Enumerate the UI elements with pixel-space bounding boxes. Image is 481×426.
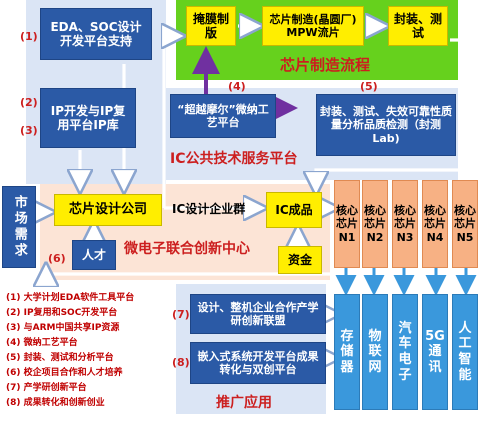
marker-6: (6) — [48, 252, 66, 265]
marker-2: (2) — [20, 96, 38, 109]
core-chip-n2-box: 核心芯片N2 — [362, 180, 388, 268]
core-chip-n1-text: 核心芯片N1 — [336, 204, 358, 244]
mask-making-text: 掩膜制版 — [192, 11, 229, 40]
purple-arrows — [192, 46, 298, 122]
ic-product-box: IC成品 — [266, 192, 322, 228]
chip-manufacturing-title: 芯片制造流程 — [280, 56, 371, 74]
ip-platform-box: IP开发与IP复用平台IP库 — [40, 88, 136, 148]
cooperation-alliance-text: 设计、整机企业合作产学研创新联盟 — [197, 300, 319, 327]
legend-item: (1) 大学计划EDA软件工具平台 — [6, 293, 135, 303]
chip-manufacturing-text: 芯片制造(晶圆厂) MPW流片 — [269, 12, 357, 39]
ic-enterprise-cluster-label: IC设计企业群 — [172, 202, 246, 216]
marker-8: (8) — [172, 356, 190, 369]
core-chip-n5-box: 核心芯片N5 — [452, 180, 478, 268]
cooperation-alliance-box: 设计、整机企业合作产学研创新联盟 — [190, 294, 326, 334]
core-chip-to-application-arrows — [335, 268, 477, 296]
application-storage-box: 存储器 — [334, 294, 360, 410]
marker-1: (1) — [20, 30, 38, 43]
application-iot-text: 物联网 — [368, 328, 382, 375]
eda-soc-platform-text: EDA、SOC设计开发平台支持 — [50, 19, 142, 48]
application-iot-box: 物联网 — [362, 294, 388, 410]
core-chip-n5-text: 核心芯片N5 — [454, 204, 476, 244]
core-chip-n4-box: 核心芯片N4 — [422, 180, 448, 268]
mask-making-box: 掩膜制版 — [186, 6, 236, 46]
packaging-reliability-text: 封装、测试、失效可靠性质量分析品质检测（封测Lab) — [320, 105, 452, 145]
talent-text: 人才 — [81, 247, 106, 262]
legend-item: (5) 封装、测试和分析平台 — [6, 353, 114, 363]
legend-item: (2) IP复用和SOC开发平台 — [6, 308, 118, 318]
packaging-reliability-box: 封装、测试、失效可靠性质量分析品质检测（封测Lab) — [316, 94, 456, 156]
micro-nano-process-box: “超越摩尔”微纳工艺平台 — [170, 94, 276, 138]
application-ai-text: 人工智能 — [458, 320, 472, 383]
capital-text: 资金 — [287, 252, 312, 267]
innovation-center-label: 微电子联合创新中心 — [124, 241, 250, 257]
application-ai-box: 人工智能 — [452, 294, 478, 410]
core-chip-n1-box: 核心芯片N1 — [334, 180, 360, 268]
marker-3: (3) — [20, 124, 38, 137]
embedded-platform-box: 嵌入式系统开发平台成果转化与双创平台 — [190, 342, 326, 384]
legend-item: (7) 产学研创新平台 — [6, 383, 87, 393]
legend-item: (6) 校企项目合作和人才培养 — [6, 368, 123, 378]
public-service-title: IC公共技术服务平台 — [170, 151, 298, 167]
application-automotive-box: 汽车电子 — [392, 294, 418, 410]
promotion-title: 推广应用 — [216, 395, 272, 411]
legend-item: (3) 与ARM中国共享IP资源 — [6, 323, 120, 333]
ip-platform-text: IP开发与IP复用平台IP库 — [50, 103, 126, 132]
talent-box: 人才 — [72, 240, 116, 270]
embedded-platform-text: 嵌入式系统开发平台成果转化与双创平台 — [197, 349, 319, 376]
core-chip-n3-text: 核心芯片N3 — [394, 204, 416, 244]
packaging-test-text: 封装、测试 — [393, 11, 442, 40]
application-5g-text: 5G通讯 — [425, 328, 445, 375]
marker-4: (4) — [228, 80, 246, 93]
application-storage-text: 存储器 — [340, 328, 354, 375]
white-flow-arrows — [36, 26, 468, 274]
application-automotive-text: 汽车电子 — [398, 320, 412, 383]
micro-nano-process-text: “超越摩尔”微纳工艺平台 — [177, 102, 269, 129]
chip-manufacturing-box: 芯片制造(晶圆厂) MPW流片 — [262, 6, 364, 46]
core-chip-n4-text: 核心芯片N4 — [424, 204, 446, 244]
marker-5: (5) — [360, 80, 378, 93]
market-demand-box: 市场需求 — [2, 186, 36, 268]
ic-product-text: IC成品 — [275, 202, 313, 217]
chip-design-company-box: 芯片设计公司 — [54, 194, 162, 226]
packaging-test-box: 封装、测试 — [388, 6, 448, 46]
eda-soc-platform-box: EDA、SOC设计开发平台支持 — [40, 8, 152, 60]
core-chip-n3-box: 核心芯片N3 — [392, 180, 418, 268]
application-5g-box: 5G通讯 — [422, 294, 448, 410]
chip-design-company-text: 芯片设计公司 — [68, 202, 147, 218]
core-chip-n2-text: 核心芯片N2 — [364, 204, 386, 244]
legend-item: (4) 微纳工艺平台 — [6, 338, 78, 348]
marker-7: (7) — [172, 308, 190, 321]
capital-box: 资金 — [278, 246, 322, 274]
market-demand-text: 市场需求 — [11, 195, 27, 259]
legend-item: (8) 成果转化和创新创业 — [6, 398, 105, 408]
